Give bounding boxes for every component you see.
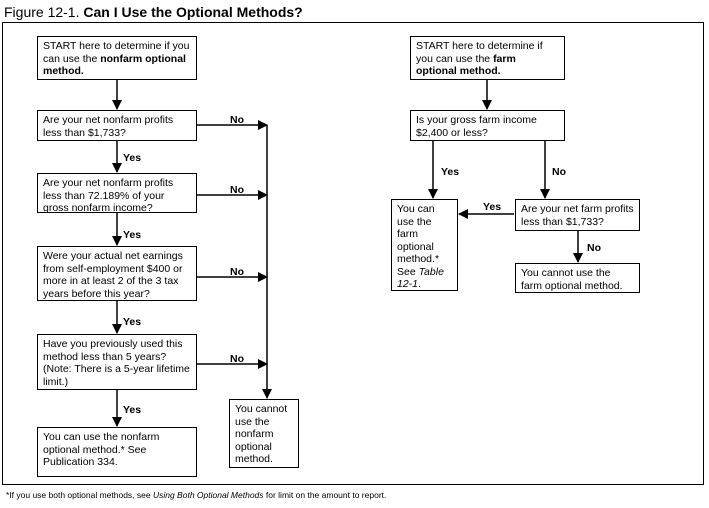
farm-q1-yes-label: Yes (441, 166, 460, 178)
nonfarm-q1-yes-label: Yes (123, 152, 142, 164)
farm-yes-result: You can use the farm optional method.* S… (391, 199, 458, 291)
farm-yes-result-ref: Table 12-1 (397, 265, 444, 291)
nonfarm-q3-no-label: No (230, 266, 244, 278)
nonfarm-q4-yes-label: Yes (123, 404, 142, 416)
nonfarm-yes-result: You can use the nonfarm optional method.… (37, 427, 197, 477)
farm-q2-no-label: No (587, 242, 601, 254)
nonfarm-no-result: You cannot use the nonfarm optional meth… (229, 399, 299, 468)
figure-heading: Can I Use the Optional Methods? (83, 4, 303, 20)
farm-q2-yes-label: Yes (483, 201, 502, 213)
footnote-ref: Using Both Optional Methods (152, 490, 264, 500)
nonfarm-start-text: START here to determine if you can use t… (43, 40, 190, 65)
nonfarm-q2-no-label: No (230, 184, 244, 196)
farm-question-1: Is your gross farm income $2,400 or less… (410, 110, 565, 141)
footnote-after: for limit on the amount to report. (263, 490, 387, 500)
figure-title: Figure 12-1. Can I Use the Optional Meth… (4, 4, 303, 20)
nonfarm-start-box: START here to determine if you can use t… (37, 36, 197, 80)
farm-question-2: Are your net farm profits less than $1,7… (515, 199, 640, 231)
farm-start-box: START here to determine if you can use t… (410, 36, 565, 80)
nonfarm-q3-yes-label: Yes (123, 316, 142, 328)
nonfarm-question-2: Are your net nonfarm profits less than 7… (37, 173, 197, 214)
figure-number: Figure 12-1. (4, 4, 80, 20)
farm-yes-result-end: . (418, 278, 421, 290)
farm-q1-no-label: No (552, 166, 566, 178)
nonfarm-question-3: Were your actual net earnings from self-… (37, 246, 197, 301)
footnote: *If you use both optional methods, see U… (6, 490, 386, 500)
farm-yes-result-text: You can use the farm optional method.* S… (397, 203, 440, 278)
footnote-before: *If you use both optional methods, see (6, 490, 153, 500)
nonfarm-q2-yes-label: Yes (123, 229, 142, 241)
nonfarm-start-bold: nonfarm optional method. (43, 52, 186, 78)
nonfarm-question-1: Are your net nonfarm profits less than $… (37, 110, 197, 141)
farm-start-text: START here to determine if you can use t… (416, 40, 543, 65)
farm-start-bold: farm optional method. (416, 52, 516, 78)
farm-no-result: You cannot use the farm optional method. (515, 263, 640, 293)
diagram-frame (2, 22, 704, 485)
nonfarm-q1-no-label: No (230, 114, 244, 126)
nonfarm-question-4: Have you previously used this method les… (37, 334, 197, 390)
nonfarm-q4-no-label: No (230, 353, 244, 365)
